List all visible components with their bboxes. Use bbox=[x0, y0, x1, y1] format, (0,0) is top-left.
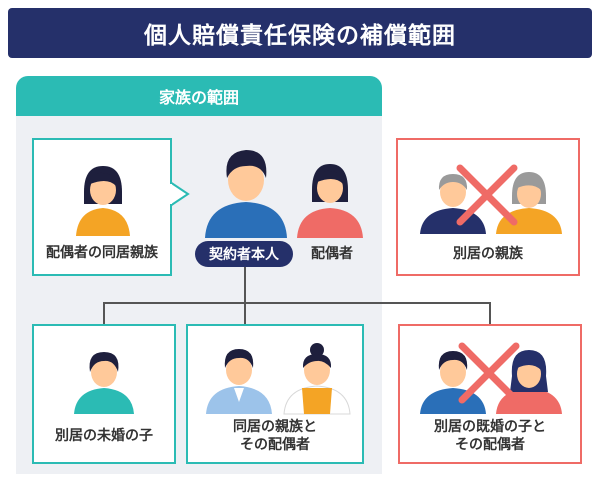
spouse-label: 配偶者 bbox=[311, 246, 353, 262]
person-icon bbox=[205, 150, 287, 238]
person-icon bbox=[496, 172, 562, 234]
cohabiting-relatives-spouse-label: 同居の親族と その配偶者 bbox=[233, 419, 317, 453]
person-icon bbox=[283, 343, 351, 415]
page-title: 個人賠償責任保険の補償範囲 bbox=[8, 8, 592, 58]
family-scope-header: 家族の範囲 bbox=[16, 76, 382, 116]
self-label: 契約者本人 bbox=[195, 241, 293, 267]
separate-relatives-label: 別居の親族 bbox=[453, 246, 523, 262]
separate-unmarried-child-label: 別居の未婚の子 bbox=[55, 428, 153, 444]
person-icon bbox=[297, 164, 363, 238]
separate-married-child-label: 別居の既婚の子と その配偶者 bbox=[434, 419, 546, 453]
speech-tail bbox=[170, 180, 190, 208]
person-icon bbox=[206, 349, 272, 414]
cohabiting-relatives-label: 配偶者の同居親族 bbox=[46, 245, 158, 261]
person-icon bbox=[74, 352, 134, 414]
separate-relatives-box bbox=[396, 138, 580, 276]
cohabiting-relatives-box bbox=[32, 138, 172, 276]
cross-icon bbox=[456, 164, 518, 226]
separate-married-child-box bbox=[398, 324, 582, 464]
cross-icon bbox=[458, 342, 520, 404]
person-icon bbox=[76, 166, 130, 236]
